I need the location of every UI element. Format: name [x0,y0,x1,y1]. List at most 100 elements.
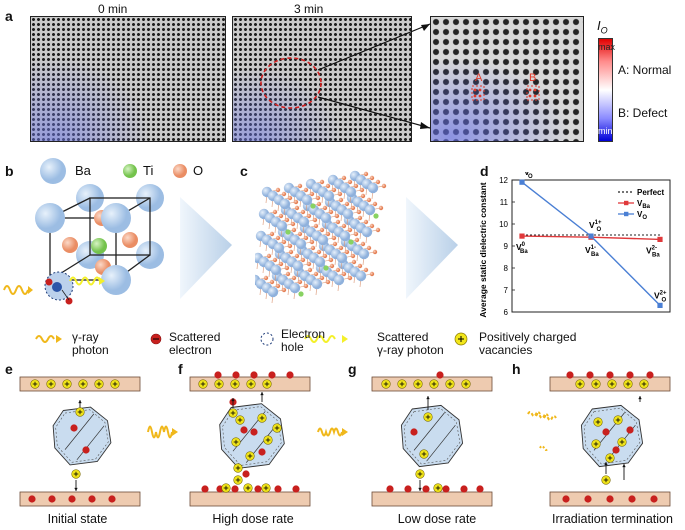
dose-rate-schematics [19,371,671,507]
vacancy [445,379,455,389]
vacancy [94,379,104,389]
barium-atom [355,270,367,282]
oxygen-atom [307,267,313,273]
oxygen-atom [359,187,365,193]
barium-atom [301,194,313,206]
colorbar [598,38,613,142]
oxygen-atom [334,213,340,219]
vacancy [601,475,611,485]
oxygen-atom [266,253,272,259]
oxygen-atom [360,193,366,199]
perovskite-unit-cell [3,158,187,305]
oxygen-atom [347,179,353,185]
vacancy [221,483,231,493]
oxygen-atom [341,223,347,229]
barium-atom [276,220,288,232]
oxygen-atom [315,195,321,201]
oxygen-atom [363,219,369,225]
barium-atom [298,216,310,228]
electron [566,371,574,379]
electron [612,446,620,454]
electron [422,485,430,493]
domain-wall [413,412,445,451]
oxygen-atom [319,227,325,233]
oxygen-atom [347,227,353,233]
barium-atom [358,248,370,260]
oxygen-atom [275,187,281,193]
oxygen-atom [278,213,284,219]
oxygen-atom [275,283,281,289]
vacancy [415,469,425,479]
vacancy [397,379,407,389]
vacancy [233,463,243,473]
oxygen-atom [353,183,359,189]
oxygen-atom [288,249,294,255]
oxygen-atom [369,223,375,229]
oxygen-atom [291,275,297,281]
electron [602,428,610,436]
y-tick-label: 11 [500,198,509,207]
electron [586,371,594,379]
electron [231,485,239,493]
oxygen-atom [306,261,312,267]
oxygen-atom [319,275,325,281]
colorbar-max-label: max [598,42,616,52]
titanium-atom [310,203,316,209]
barium-atom [314,256,326,268]
colorbar-min-label: min [598,126,613,136]
titanium-atom [323,265,329,271]
annotation-label: V1+O [589,220,602,233]
gamma-wave [147,425,173,439]
panel-label-c: c [240,163,248,179]
electron [250,371,258,379]
y-axis-label: Average static dielectric constant [478,182,488,317]
vacancy [246,379,256,389]
electron [476,485,484,493]
oxygen-atom [356,209,362,215]
oxygen-atom [313,223,319,229]
electron [606,495,614,503]
oxygen-atom [309,239,315,245]
oxygen-atom [332,241,338,247]
legend-gamma-photon-text: γ-ray photon [72,330,109,357]
series-point-2 [657,302,663,308]
oxygen-atom [263,275,269,281]
panel-label-d: d [480,163,489,179]
vacancy [198,379,208,389]
oxygen-atom [322,253,328,259]
vacancy [429,379,439,389]
zoom-line-top [317,23,431,71]
legend-vacancies-text: Positively charged vacancies [479,330,577,357]
electron [460,485,468,493]
supercell-structure [255,170,387,304]
time-label-0min: 0 min [98,2,128,16]
legend-ti-atom [123,164,137,178]
oxygen-atom [331,187,337,193]
vacancy [262,379,272,389]
legend-scattered-photon-text: Scattered γ-ray photon [377,330,444,357]
electron [650,495,658,503]
electron [404,485,412,493]
vacancy [62,379,72,389]
electron [410,428,418,436]
fading-wave [535,413,549,419]
panel-label-a: a [5,8,13,24]
barium-atom [317,234,329,246]
vacancy [639,379,649,389]
vacancy [613,415,623,425]
oxygen-atom [297,183,303,189]
vacancy [413,379,423,389]
oxygen-atom [316,249,322,255]
oxygen-atom [272,257,278,263]
zoom-arrowhead-bottom [420,122,430,129]
electron [254,485,262,493]
vacancy [78,379,88,389]
legend-ba-label: Ba [75,163,91,178]
oxygen-atom [347,275,353,281]
oxygen-atom [309,191,315,197]
series-point-2 [588,233,594,239]
domain-wall [426,424,456,462]
oxygen-atom [331,235,337,241]
oxygen-atom [378,205,384,211]
